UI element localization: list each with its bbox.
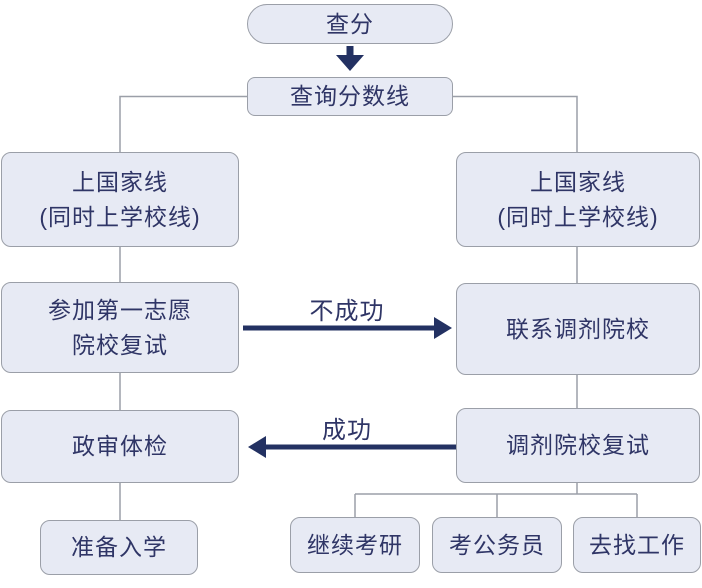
node-contact-transfer: 联系调剂院校: [456, 283, 700, 375]
node-civil-service: 考公务员: [432, 517, 562, 573]
node-political-review-label: 政审体检: [72, 433, 168, 460]
node-right-pass-line-line2: (同时上学校线): [497, 203, 659, 230]
node-first-choice-retest: 参加第一志愿 院校复试: [1, 282, 239, 373]
node-query-cutoff-label: 查询分数线: [290, 83, 410, 110]
node-transfer-retest: 调剂院校复试: [456, 408, 700, 483]
edge-label-unsuccessful: 不成功: [309, 298, 385, 325]
flow-arrow-unsuccessful-icon: [243, 317, 452, 339]
node-first-choice-retest-line2: 院校复试: [72, 331, 168, 358]
node-find-job-label: 去找工作: [589, 531, 685, 558]
node-first-choice-retest-line1: 参加第一志愿: [48, 297, 192, 323]
connector-query-to-right-branch: [453, 95, 578, 152]
node-query-cutoff: 查询分数线: [247, 77, 453, 116]
flow-arrow-success-icon: [248, 436, 457, 458]
node-prepare-enroll-label: 准备入学: [71, 534, 167, 561]
flow-arrow-down-icon: [336, 46, 364, 71]
node-right-pass-line: 上国家线 (同时上学校线): [456, 152, 700, 247]
node-contact-transfer-label: 联系调剂院校: [506, 315, 650, 342]
node-political-review: 政审体检: [1, 410, 239, 483]
node-left-pass-line-line1: 上国家线: [72, 169, 168, 195]
node-find-job: 去找工作: [573, 517, 701, 573]
node-left-pass-line: 上国家线 (同时上学校线): [1, 152, 239, 247]
node-transfer-retest-label: 调剂院校复试: [506, 432, 650, 459]
node-right-pass-line-line1: 上国家线: [530, 169, 626, 195]
connector-query-to-left-branch: [119, 95, 247, 152]
node-left-pass-line-line2: (同时上学校线): [39, 203, 201, 230]
node-prepare-enroll: 准备入学: [40, 520, 198, 575]
node-continue-exam: 继续考研: [290, 517, 420, 573]
node-check-score: 查分: [247, 4, 453, 44]
node-continue-exam-label: 继续考研: [307, 531, 403, 558]
node-civil-service-label: 考公务员: [449, 531, 545, 558]
edge-label-success: 成功: [322, 417, 372, 444]
node-check-score-label: 查分: [326, 10, 374, 37]
